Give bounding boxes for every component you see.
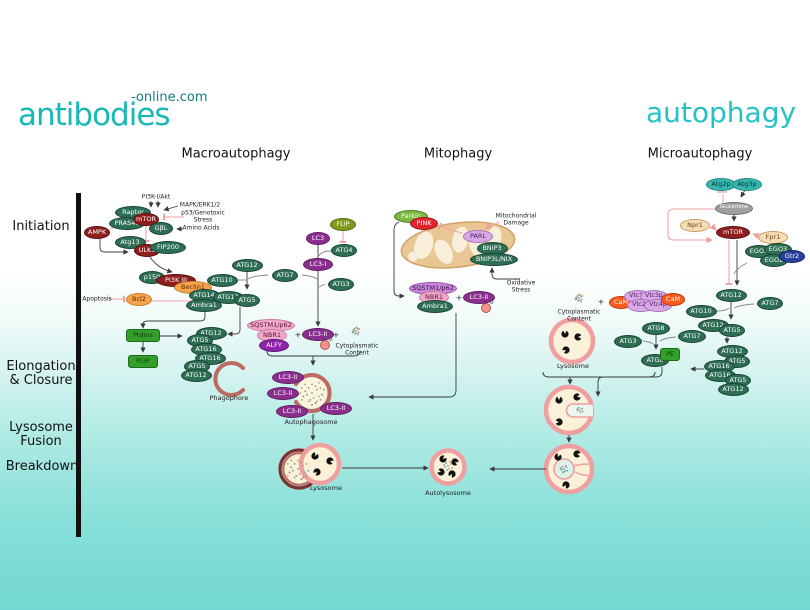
node-atg12: ATG12 (717, 382, 749, 396)
node-atg12: ATG12 (180, 368, 212, 382)
node-pe: PE (660, 347, 680, 361)
stage-label-initiation: Initiation (12, 219, 70, 234)
annotation-: + (332, 330, 340, 340)
annotation-content: Content (567, 315, 591, 323)
node-mtor: mTOR (716, 225, 750, 239)
node-atg7: ATG7 (757, 296, 783, 310)
annotation-oxidative: Oxidative (506, 279, 536, 287)
node-atg5: ATG5 (719, 323, 745, 337)
node-gtr2: Gtr2 (779, 249, 805, 263)
activation-connectors (99, 189, 755, 472)
annotation-lysosome: Lysosome (310, 484, 342, 492)
node-atg4: ATG4 (331, 243, 357, 257)
stage-axis-bar (76, 193, 81, 537)
node-atg3: ATG3 (614, 334, 642, 348)
node-mtor: mTOR (133, 212, 159, 226)
node-flip: FLIP (330, 217, 356, 231)
node-lc3-ii: LC3-II (276, 404, 308, 418)
annotation-damage: Damage (503, 219, 529, 227)
autolysosome-icon (429, 448, 467, 486)
annotation-mitochondrial: Mitochondrial (495, 212, 537, 220)
annotation-mapk-erk1-2: MAPK/ERK1/2 (179, 201, 221, 209)
annotation-autophagosome: Autophagosome (284, 418, 338, 426)
node-atg10: ATG10 (206, 273, 238, 287)
page-title-autophagy: autophagy (646, 96, 797, 129)
node-atg8: ATG8 (642, 321, 670, 335)
annotation-cytoplasmatic: Cytoplasmatic (335, 342, 379, 350)
decorations (286, 293, 584, 491)
annotation-amino-acids: Amino Acids (182, 224, 220, 232)
node-cam: CaM (661, 292, 685, 306)
logo-suffix: -online.com (131, 90, 208, 105)
node-atg3: ATG3 (328, 277, 354, 291)
annotation-stress: Stress (511, 286, 531, 294)
annotation-apoptosis: Apoptosis (82, 295, 112, 303)
annotation-autolysosome: Autolysosome (425, 489, 471, 497)
annotation-stress: Stress (193, 216, 213, 224)
node-atg12: ATG12 (715, 288, 747, 302)
node-fpr1: Fpr1 (758, 230, 788, 244)
node-ambra1: Ambra1 (186, 298, 222, 312)
section-header-microautophagy: Microautophagy (647, 146, 753, 162)
node-lc3-ii: LC3-II (267, 386, 299, 400)
node-npr1: Npr1 (680, 218, 710, 232)
node-atg10: ATG10 (685, 304, 717, 318)
section-header-macroautophagy: Macroautophagy (181, 146, 291, 162)
macro-lysosome-icon (278, 442, 342, 490)
node-lc3: LC3 (306, 231, 330, 245)
annotation-phagophore: Phagophore (209, 394, 249, 402)
node-pi3p: PI3P (128, 354, 158, 368)
node-parl: PARL (463, 229, 493, 243)
node-atg3p: Atg3p (732, 177, 762, 191)
node-pink: PINK (410, 216, 438, 230)
node-ampk: AMPK (84, 225, 110, 239)
node-g-l: GβL (149, 221, 173, 235)
annotation-p53-genotoxic: p53/Genotoxic (181, 209, 225, 217)
annotation-content: Content (345, 349, 369, 357)
annotation-: + (294, 330, 302, 340)
node-lc3-ii: LC3-II (302, 327, 334, 341)
node-atg12: ATG12 (231, 258, 263, 272)
annotation-: + (597, 297, 605, 307)
micro-lysosome-stage-1 (548, 317, 596, 365)
annotation-: + (455, 293, 463, 303)
node-lc3-i: LC3-I (303, 257, 333, 271)
node-ptdins: PtdIns (126, 328, 160, 342)
node-atg5: ATG5 (234, 293, 260, 307)
annotation-pi3k-i-akt: PI3K-I/Akt (141, 193, 171, 201)
node-fip200: FIP200 (150, 240, 186, 254)
node-lc3-ii: LC3-II (463, 290, 495, 304)
section-header-mitophagy: Mitophagy (423, 146, 493, 162)
node-bnip3l-nix: BNIP3L/NIX (470, 252, 518, 266)
node-lc3-ii: LC3-II (272, 370, 304, 384)
node-alfy: ALFY (259, 338, 289, 352)
node-atg7: ATG7 (678, 329, 706, 343)
node-bcl2: Bcl2 (126, 292, 152, 306)
stage-label-elongation-closure: Elongation& Closure (6, 359, 76, 388)
node-lc3-ii: LC3-II (320, 401, 352, 415)
micro-lysosome-stage-2 (543, 384, 595, 436)
node-glutamine: Glutamine (715, 201, 753, 215)
annotation-cytoplasmatic: Cytoplasmatic (557, 308, 601, 316)
logo-antibodies-online: antibodies (18, 97, 171, 133)
node-ambra1: Ambra1 (417, 299, 453, 313)
stage-label-breakdown: Breakdown (5, 459, 79, 474)
annotation-lysosome: Lysosome (557, 362, 589, 370)
phagophore-icon (213, 361, 245, 397)
node-atg7: ATG7 (272, 268, 298, 282)
